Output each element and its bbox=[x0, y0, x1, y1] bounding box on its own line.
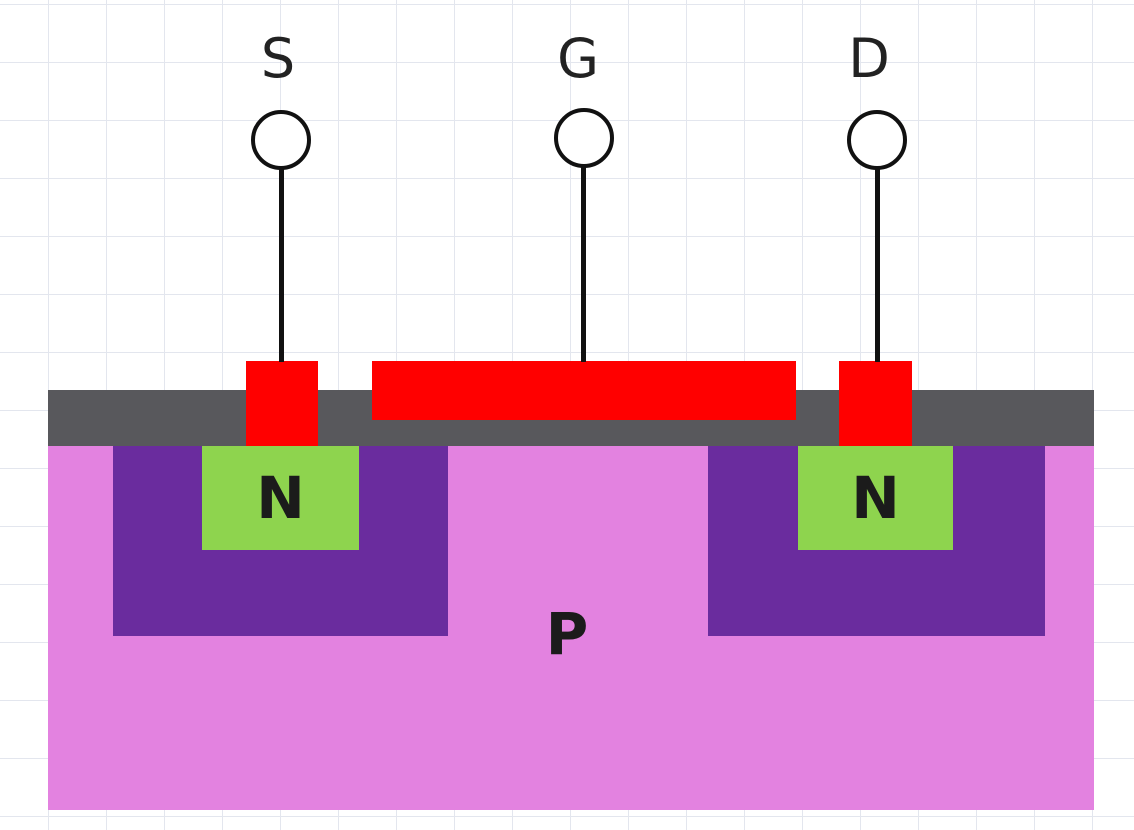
source-terminal-label: S bbox=[260, 27, 296, 90]
drain-terminal bbox=[847, 110, 907, 170]
drain-terminal-label: D bbox=[848, 27, 890, 90]
source-lead bbox=[279, 166, 284, 362]
source-terminal bbox=[251, 110, 311, 170]
source-contact bbox=[246, 361, 318, 446]
drain-lead bbox=[875, 166, 880, 362]
source-n-region: N bbox=[202, 446, 359, 550]
drain-contact bbox=[839, 361, 912, 446]
gate-terminal bbox=[554, 108, 614, 168]
gate-terminal-label: G bbox=[557, 27, 599, 90]
gate-lead bbox=[581, 162, 586, 362]
substrate-label: P bbox=[545, 600, 589, 668]
drain-n-region: N bbox=[798, 446, 953, 550]
gate-electrode bbox=[372, 361, 796, 420]
drain-n-label: N bbox=[851, 464, 900, 532]
source-n-label: N bbox=[256, 464, 305, 532]
